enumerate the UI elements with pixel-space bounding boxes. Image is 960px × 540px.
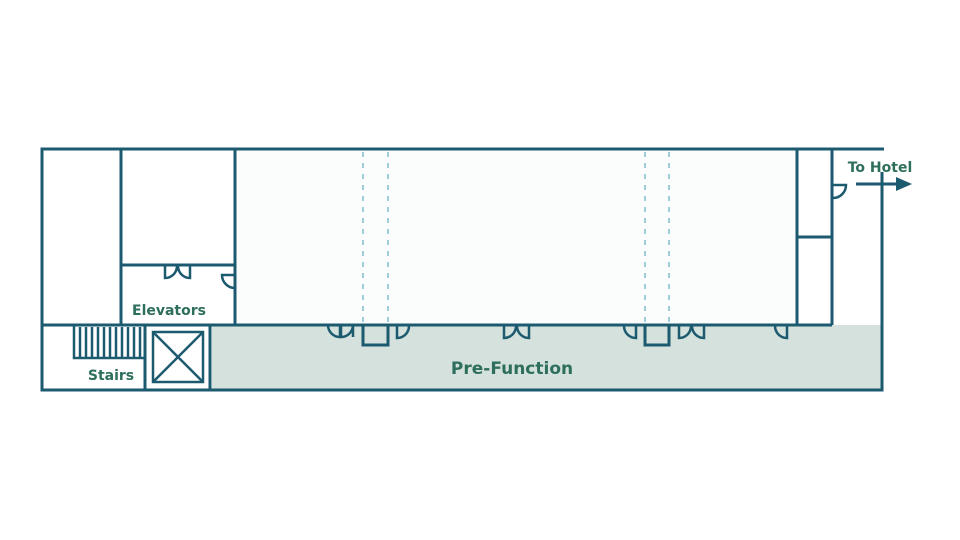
stairs-label: Stairs: [88, 368, 134, 384]
door-swing-icon: [163, 265, 192, 280]
outer-walls: [40, 147, 884, 392]
elevator-cross-icon: [143, 325, 212, 390]
door-swing-icon: [220, 273, 236, 290]
door-swing-icon: [832, 183, 848, 200]
door-swing-icon: [622, 325, 638, 340]
movable-partitions: [362, 152, 670, 325]
door-swing-icon: [677, 325, 706, 340]
door-swing-icon: [773, 325, 789, 340]
door-swing-icon: [502, 325, 531, 340]
door-swing-icon: [395, 325, 411, 340]
ballroom-area: [235, 149, 797, 325]
pre-function-area: [212, 325, 882, 390]
elevators-label: Elevators: [132, 303, 206, 319]
arrow-right-icon: [856, 177, 912, 191]
stairs-icon: [72, 325, 145, 360]
pre-function-label: Pre-Function: [451, 359, 573, 379]
to-hotel-label: To Hotel: [848, 160, 913, 176]
door-swing-icon: [326, 324, 355, 339]
